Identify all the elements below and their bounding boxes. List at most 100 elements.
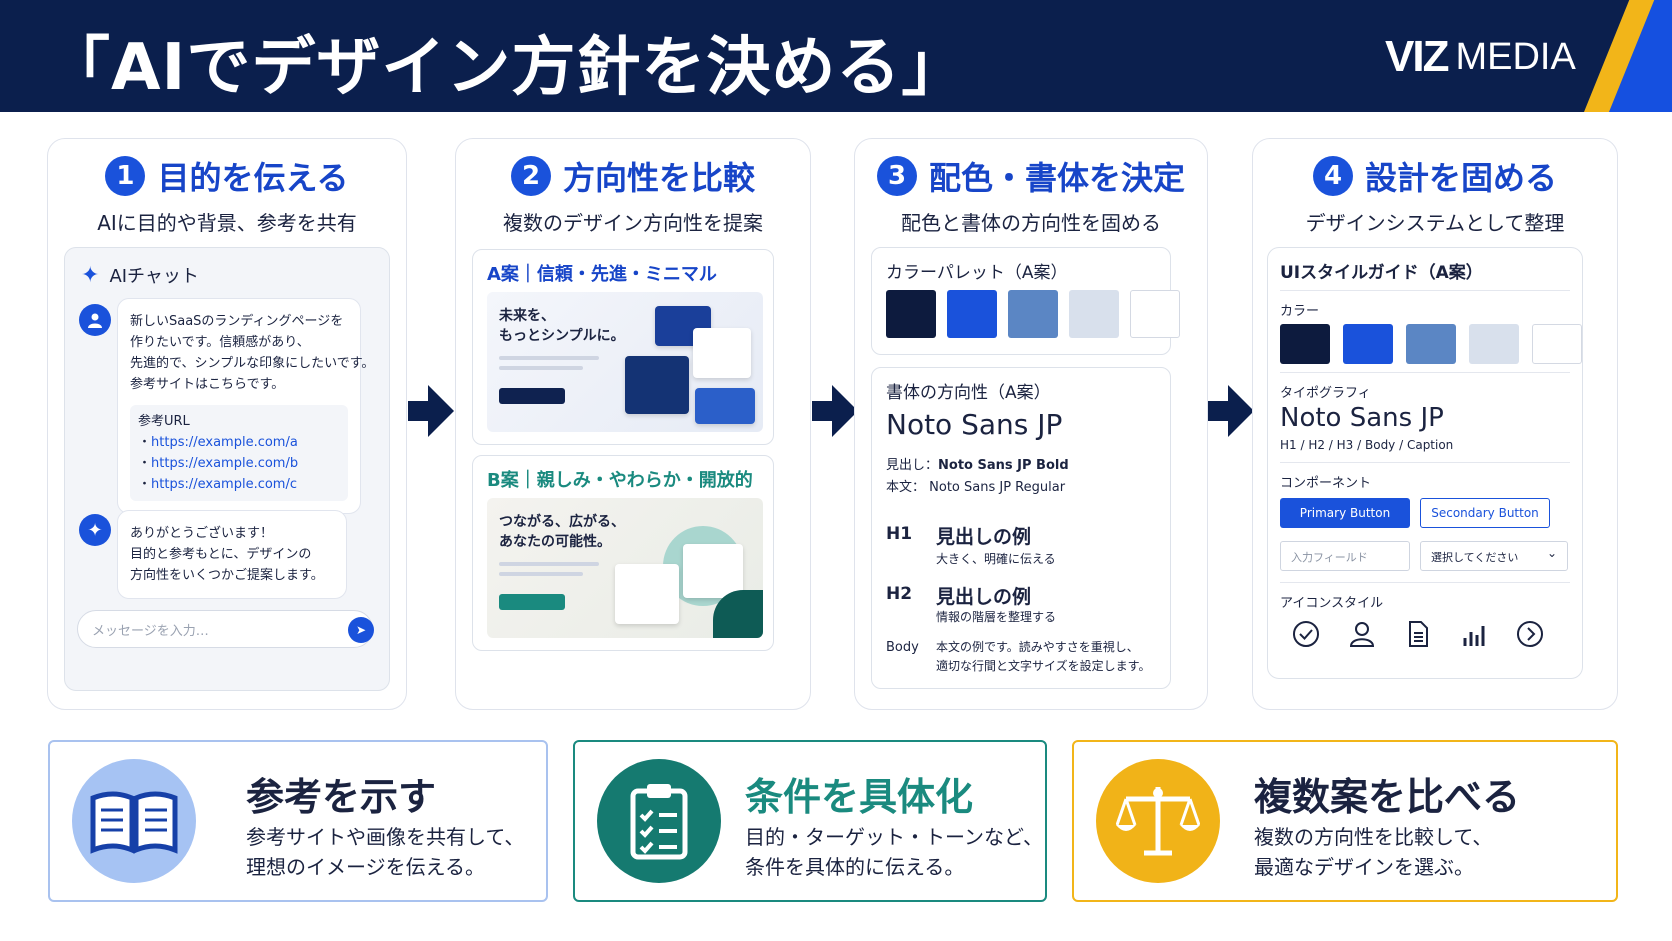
step-subtitle: 配色と書体の方向性を固める (901, 211, 1161, 235)
mockup-thumb (683, 544, 743, 598)
tip-title: 条件を具体化 (745, 775, 974, 819)
typeface-card: 書体の方向性（A案） Noto Sans JP 見出し：Noto Sans JP… (871, 367, 1171, 689)
step-subtitle: デザインシステムとして整理 (1305, 211, 1565, 235)
type-hierarchy: H1 / H2 / H3 / Body / Caption (1280, 438, 1454, 452)
color-section-label: カラー (1280, 304, 1320, 319)
message-line: 先進的で、シンプルな印象にしたいです。 (130, 356, 375, 371)
step-title: 方向性を比較 (562, 159, 755, 197)
step-subtitle: 複数のデザイン方向性を提案 (503, 211, 763, 235)
h2-note: 情報の階層を整理する (936, 610, 1057, 624)
user-message-bubble: 新しいSaaSのランディングページを 作りたいです。信頼感があり、 先進的で、シ… (117, 298, 375, 514)
brand-logo: VIZ MEDIA (1385, 32, 1576, 82)
mockup-button (499, 594, 565, 610)
reference-label: 参考URL (138, 414, 190, 429)
tip-description: 目的・ターゲット・トーンなど、 条件を具体的に伝える。 (745, 825, 1043, 879)
color-swatch (886, 290, 936, 338)
reference-link[interactable]: https://example.com/b (151, 456, 299, 471)
step-title: 配色・書体を決定 (928, 159, 1185, 197)
color-palette-card: カラーパレット（A案） (871, 247, 1180, 355)
color-swatch (1469, 324, 1519, 364)
proposal-card-b[interactable]: B案｜親しみ・やわらか・開放的 つながる、広がる、 あなたの可能性。 (472, 455, 774, 651)
header-bar: 「AIでデザイン方針を決める」 VIZ MEDIA (0, 0, 1672, 112)
step-subtitle: AIに目的や背景、参考を共有 (97, 211, 357, 235)
page-title: 「AIでデザイン方針を決める」 (46, 31, 967, 105)
send-icon[interactable]: ➤ (348, 617, 374, 643)
secondary-button[interactable]: Secondary Button (1420, 498, 1550, 528)
step-title: 目的を伝える (157, 159, 349, 197)
color-swatch (1532, 324, 1582, 364)
book-icon (72, 759, 196, 883)
color-swatch (1130, 290, 1180, 338)
body-tag: Body (886, 640, 919, 655)
ui-style-guide-card: UIスタイルガイド（A案） カラー タイポグラフィ Noto Sans JP H… (1267, 247, 1583, 679)
tip-description: 参考サイトや画像を共有して、 理想のイメージを伝える。 (246, 825, 525, 879)
color-swatch (947, 290, 997, 338)
message-line: 新しいSaaSのランディングページを (130, 314, 344, 329)
message-line: 方向性をいくつかご提案します。 (130, 568, 324, 583)
mockup-headline: つながる、広がる、 あなたの可能性。 (499, 514, 625, 550)
step-card-3: 3 配色・書体を決定 配色と書体の方向性を固める カラーパレット（A案） 書体の… (854, 138, 1208, 710)
icon-section-label: アイコンスタイル (1280, 596, 1384, 611)
proposal-mockup-a: 未来を、 もっとシンプルに。 (487, 292, 763, 432)
typography-section-label: タイポグラフィ (1280, 386, 1371, 401)
brand-viz: VIZ (1385, 32, 1449, 81)
reference-link[interactable]: https://example.com/c (151, 477, 297, 492)
mockup-decoration (713, 590, 763, 638)
step-title: 設計を固める (1364, 159, 1557, 197)
reference-url-box: 参考URL ・https://example.com/a ・https://ex… (130, 405, 348, 501)
tip-title: 参考を示す (246, 775, 437, 819)
typeface-label: 書体の方向性（A案） (886, 383, 1051, 403)
h2-tag: H2 (886, 584, 913, 604)
flow-arrow-icon (812, 385, 858, 437)
step-card-4: 4 設計を固める デザインシステムとして整理 UIスタイルガイド（A案） カラー… (1252, 138, 1618, 710)
h1-tag: H1 (886, 524, 913, 544)
component-section-label: コンポーネント (1280, 476, 1372, 491)
message-input-placeholder: メッセージを入力… (92, 624, 209, 639)
step-number: 2 (510, 156, 551, 196)
arrow-circle-icon (1517, 621, 1543, 647)
flow-arrow-icon (1208, 385, 1254, 437)
clipboard-icon (597, 759, 721, 883)
user-avatar-icon (79, 304, 111, 336)
mockup-thumb (625, 356, 689, 414)
tip-card-compare: 複数案を比べる 複数の方向性を比較して、 最適なデザインを選ぶ。 (1072, 740, 1618, 902)
proposal-card-a[interactable]: A案｜信頼・先進・ミニマル 未来を、 もっとシンプルに。 (472, 249, 774, 445)
body-example: 本文の例です。読みやすさを重視し、 適切な行間と文字サイズを設定します。 (936, 640, 1151, 673)
body-font-spec: 本文： Noto Sans JP Regular (886, 480, 1066, 495)
chat-header: ✦ AIチャット (81, 262, 199, 288)
primary-button[interactable]: Primary Button (1280, 498, 1410, 528)
step-card-2: 2 方向性を比較 複数のデザイン方向性を提案 A案｜信頼・先進・ミニマル 未来を… (455, 138, 811, 710)
mockup-thumb (615, 564, 679, 624)
user-icon (1349, 622, 1375, 647)
text-input-field[interactable]: 入力フィールド (1280, 541, 1410, 571)
ai-message-bubble: ありがとうございます！ 目的と参考もとに、デザインの 方向性をいくつかご提案しま… (117, 510, 347, 599)
color-swatch (1008, 290, 1058, 338)
select-value: 選択してください (1431, 551, 1519, 564)
scale-icon (1096, 759, 1220, 883)
proposal-mockup-b: つながる、広がる、 あなたの可能性。 (487, 498, 763, 638)
heading-font-spec: 見出し：Noto Sans JP Bold (886, 458, 1069, 473)
reference-link[interactable]: https://example.com/a (151, 435, 298, 450)
proposal-title: A案｜信頼・先進・ミニマル (487, 264, 717, 285)
h1-example: 見出しの例 (936, 526, 1032, 548)
message-input[interactable]: メッセージを入力… ➤ (77, 610, 374, 648)
step-number: 1 (105, 156, 146, 196)
ai-avatar-icon: ✦ (79, 514, 111, 546)
style-guide-title: UIスタイルガイド（A案） (1280, 263, 1483, 283)
select-dropdown[interactable]: 選択してください ⌄ (1420, 541, 1568, 571)
style-guide-font: Noto Sans JP (1280, 403, 1444, 433)
color-swatch (1343, 324, 1393, 364)
check-circle-icon (1293, 621, 1319, 647)
h2-example: 見出しの例 (936, 586, 1032, 608)
bar-chart-icon (1463, 626, 1485, 646)
step-card-1: 1 目的を伝える AIに目的や背景、参考を共有 ✦ AIチャット 新しいSaaS… (47, 138, 407, 710)
step-number: 3 (876, 156, 917, 196)
message-line: 作りたいです。信頼感があり、 (130, 335, 310, 350)
mockup-thumb (695, 388, 755, 424)
step-number: 4 (1312, 156, 1353, 196)
brand-media: MEDIA (1455, 35, 1576, 78)
palette-label: カラーパレット（A案） (886, 263, 1068, 283)
document-icon (1409, 621, 1428, 647)
ai-chat-panel: ✦ AIチャット 新しいSaaSのランディングページを 作りたいです。信頼感があ… (64, 247, 390, 691)
tip-description: 複数の方向性を比較して、 最適なデザインを選ぶ。 (1254, 825, 1493, 879)
